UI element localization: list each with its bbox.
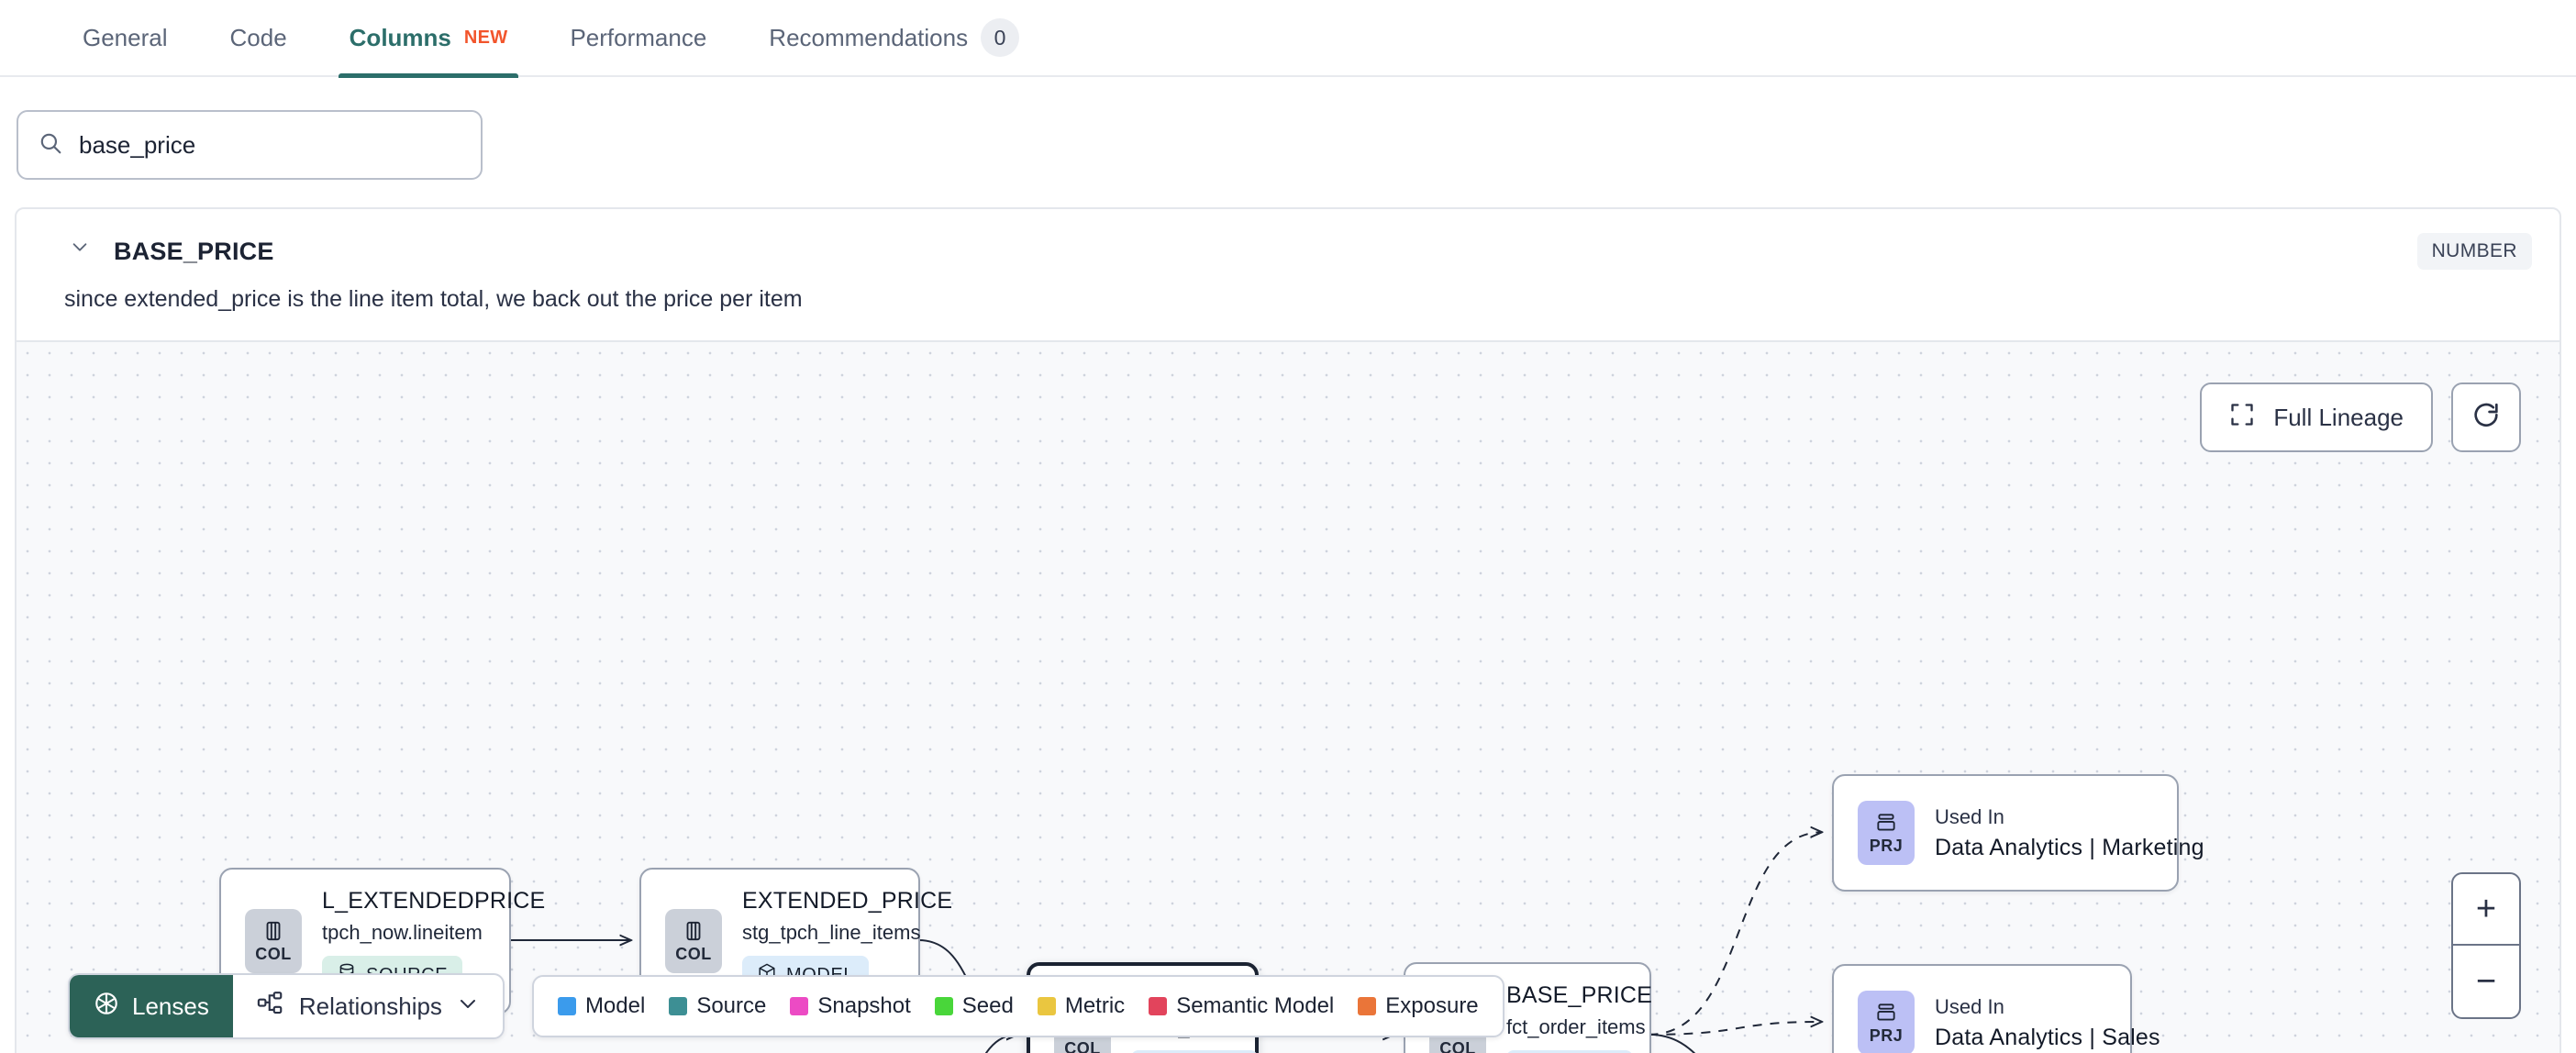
legend-label: Exposure	[1385, 993, 1479, 1018]
tab-label: General	[83, 23, 168, 51]
legend-swatch	[557, 997, 576, 1015]
legend-swatch	[1037, 997, 1056, 1015]
canvas-top-controls: Full Lineage	[2200, 382, 2521, 452]
column-description: since extended_price is the line item to…	[64, 286, 803, 312]
refresh-button[interactable]	[2451, 382, 2521, 452]
legend-label: Source	[696, 993, 767, 1018]
node-body: BASE_PRICE fct_order_itemsMODEL	[1486, 982, 1676, 1053]
lenses-button[interactable]: Lenses	[70, 975, 233, 1037]
tab-performance[interactable]: Performance	[539, 0, 738, 76]
project-icon: PRJ	[1858, 801, 1915, 865]
tab-label: Code	[229, 23, 287, 51]
zoom-controls: + −	[2451, 872, 2521, 1019]
node-kicker: Used In	[1935, 804, 2004, 828]
chevron-down-icon[interactable]	[70, 237, 90, 257]
lens-group: Lenses Relationships	[68, 973, 505, 1039]
column-card-header[interactable]: BASE_PRICE NUMBER	[17, 209, 2559, 279]
refresh-icon	[2471, 401, 2501, 435]
zoom-out-button[interactable]: −	[2475, 961, 2497, 1001]
node-badge-label: COL	[675, 944, 712, 963]
legend-label: Semantic Model	[1176, 993, 1335, 1018]
node-badge-label: COL	[255, 944, 292, 963]
legend-item-metric[interactable]: Metric	[1037, 993, 1126, 1019]
legend-label: Metric	[1064, 993, 1126, 1018]
search-input[interactable]	[79, 130, 461, 160]
node-badge-label: PRJ	[1869, 1025, 1904, 1045]
tab-label: Performance	[570, 23, 707, 51]
node-subtitle: fct_order_items	[1506, 1015, 1646, 1038]
lineage-edge	[984, 1035, 1018, 1053]
tab-new-badge: NEW	[463, 27, 508, 48]
tab-bar: General Code Columns NEW Performance Recommen…	[0, 0, 2576, 78]
lenses-label: Lenses	[132, 992, 209, 1020]
search-icon	[39, 131, 62, 160]
legend-swatch	[669, 997, 688, 1015]
relationships-label: Relationships	[298, 992, 442, 1020]
legend-swatch	[790, 997, 809, 1015]
full-lineage-label: Full Lineage	[2273, 403, 2404, 431]
relationships-icon	[257, 990, 284, 1024]
relationships-dropdown[interactable]: Relationships	[233, 975, 503, 1037]
legend-item-model[interactable]: Model	[557, 993, 646, 1019]
node-kicker: Used In	[1935, 994, 2004, 1018]
column-icon: COL	[245, 909, 302, 973]
lineage-node-used_in_marketing[interactable]: PRJ Used In Data Analytics | Marketing	[1832, 774, 2204, 892]
legend-label: Snapshot	[817, 993, 911, 1018]
legend-swatch	[934, 997, 953, 1015]
tab-recommendations[interactable]: Recommendations 0	[738, 0, 1050, 76]
lineage-node-used_in_sales[interactable]: PRJ Used In Data Analytics | Sales	[1832, 964, 2160, 1053]
search-area	[0, 77, 2576, 207]
node-badge-label: PRJ	[1869, 836, 1904, 855]
tab-code[interactable]: Code	[199, 0, 318, 76]
tab-columns[interactable]: Columns NEW	[318, 0, 539, 78]
zoom-in-button[interactable]: +	[2453, 874, 2519, 946]
node-badge-label: COL	[1064, 1038, 1101, 1053]
column-type-badge: NUMBER	[2416, 233, 2532, 270]
tab-general[interactable]: General	[51, 0, 199, 76]
aperture-icon	[94, 991, 119, 1023]
node-name: Data Analytics | Marketing	[1935, 834, 2204, 860]
legend-item-seed[interactable]: Seed	[934, 993, 1014, 1019]
tab-count-badge: 0	[981, 18, 1020, 57]
node-name: L_EXTENDEDPRICE	[322, 888, 546, 914]
lineage-legend: Model Source Snapshot Seed Metric Semantic Mo…	[531, 975, 1505, 1037]
node-subtitle: tpch_now.lineitem	[322, 921, 483, 944]
node-type-tag: MODEL	[1131, 1050, 1259, 1053]
lineage-edge	[1649, 832, 1822, 1036]
full-lineage-button[interactable]: Full Lineage	[2200, 382, 2433, 452]
legend-item-exposure[interactable]: Exposure	[1358, 993, 1479, 1019]
column-icon: COL	[665, 909, 722, 973]
node-type-tag: MODEL	[1506, 1050, 1634, 1053]
node-subtitle: stg_tpch_line_items	[742, 921, 921, 944]
legend-item-semantic-model[interactable]: Semantic Model	[1149, 993, 1334, 1019]
tab-label: Columns	[349, 23, 451, 51]
expand-icon	[2229, 402, 2255, 434]
chevron-down-icon	[457, 992, 479, 1021]
search-box[interactable]	[17, 110, 483, 180]
legend-swatch	[1149, 997, 1168, 1015]
lineage-canvas[interactable]: COLL_EXTENDEDPRICEtpch_now.lineitemSOURC…	[15, 342, 2561, 1053]
lineage-edge	[1649, 1022, 1822, 1036]
node-name: BASE_PRICE	[1506, 982, 1653, 1008]
node-body: Used In Data Analytics | Sales	[1915, 995, 2184, 1051]
legend-swatch	[1358, 997, 1377, 1015]
column-card: BASE_PRICE NUMBER since extended_price i…	[15, 207, 2561, 342]
legend-item-source[interactable]: Source	[669, 993, 766, 1019]
lineage-edge	[1649, 1033, 1696, 1053]
node-name: EXTENDED_PRICE	[742, 888, 953, 914]
legend-label: Seed	[961, 993, 1014, 1018]
legend-label: Model	[584, 993, 646, 1018]
page-title: BASE_PRICE	[114, 237, 274, 265]
node-badge-label: COL	[1439, 1038, 1476, 1053]
project-icon: PRJ	[1858, 991, 1915, 1053]
node-name: Data Analytics | Sales	[1935, 1024, 2160, 1050]
legend-item-snapshot[interactable]: Snapshot	[790, 993, 911, 1019]
node-body: Used In Data Analytics | Marketing	[1915, 805, 2228, 861]
tab-label: Recommendations	[769, 23, 969, 51]
